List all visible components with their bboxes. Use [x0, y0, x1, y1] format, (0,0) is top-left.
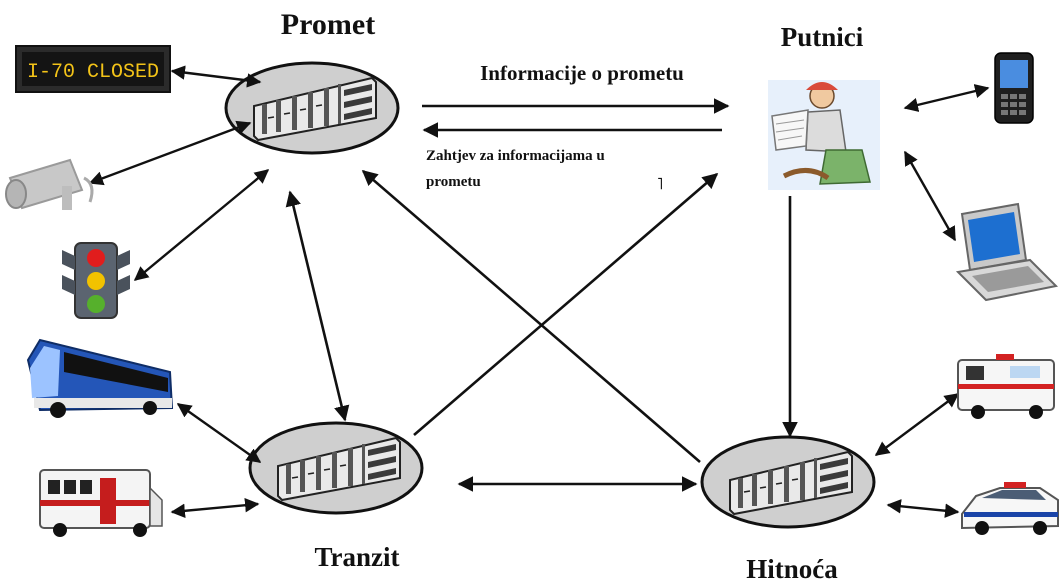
ambulance-icon	[957, 354, 1055, 419]
node-title-putnici: Putnici	[781, 22, 864, 52]
mobile-phone-icon	[994, 52, 1034, 124]
transit-van-icon	[39, 469, 163, 537]
label-info: Informacije o prometu	[480, 61, 684, 85]
arrow-promet-tranzit	[285, 190, 350, 422]
arrow-tranzit-putnici	[413, 172, 719, 436]
arrow-ambulance-hitnoca	[874, 393, 960, 456]
laptop-icon	[955, 202, 1059, 302]
message-sign-icon: I-70 CLOSED	[15, 45, 171, 93]
arrow-bus-tranzit	[176, 403, 262, 463]
hub-tranzit	[248, 421, 424, 515]
arrow-van-tranzit	[170, 498, 260, 518]
node-title-hitnoca: Hitnoća	[746, 554, 838, 583]
arrow-hitnoca-promet	[361, 169, 701, 463]
hub-promet	[224, 61, 400, 155]
traffic-camera-icon	[5, 158, 94, 210]
arrow-light-promet	[133, 169, 270, 281]
arrow-police-hitnoca	[886, 499, 960, 518]
arrow-sign-promet	[170, 65, 262, 88]
stray-mark: ˥	[657, 176, 663, 193]
arrow-camera-promet	[88, 120, 252, 186]
node-title-promet: Promet	[281, 8, 375, 41]
sign-text: I-70 CLOSED	[27, 61, 159, 84]
node-title-tranzit: Tranzit	[315, 542, 400, 572]
city-bus-icon	[26, 338, 174, 418]
label-request-line1: Zahtjev za informacijama u	[426, 148, 605, 164]
traveler-reading-map-icon	[768, 80, 880, 190]
traffic-light-icon	[62, 242, 130, 319]
arrow-phone-putnici	[903, 84, 990, 112]
label-request-line2: prometu	[426, 174, 481, 190]
hub-hitnoca	[700, 435, 876, 529]
arrow-laptop-putnici	[903, 150, 957, 242]
police-car-icon	[961, 482, 1059, 535]
